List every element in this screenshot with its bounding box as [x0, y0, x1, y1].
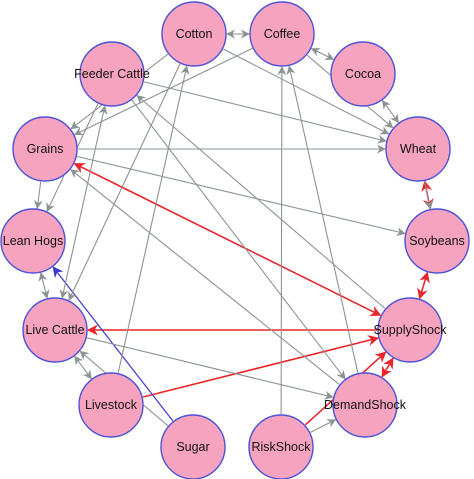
edge-livestock-to-cotton: [117, 65, 190, 373]
edge-feeder-cattle-to-live-cattle: [59, 105, 108, 299]
node-circle: [78, 372, 144, 438]
node-circle: [79, 41, 145, 107]
node-circle: [377, 297, 443, 363]
node-label: Live Cattle: [25, 323, 84, 337]
edge-live-cattle-to-demand-shock: [86, 337, 334, 400]
edge-wheat-to-soybeans: [424, 181, 434, 210]
edge-lean-hogs-to-live-cattle: [38, 272, 50, 299]
node-supply-shock: SupplyShock: [374, 297, 448, 363]
node-grains: Grains: [12, 116, 78, 182]
node-cotton: Cotton: [161, 1, 227, 67]
node-label: Livestock: [85, 398, 138, 412]
node-wheat: Wheat: [385, 116, 451, 182]
node-label: Wheat: [400, 142, 437, 156]
node-cocoa: Cocoa: [330, 41, 396, 107]
node-circle: [161, 1, 227, 67]
edge-risk-shock-to-coffee: [277, 66, 287, 415]
node-circle: [248, 414, 314, 479]
node-circle: [332, 372, 398, 438]
node-circle: [0, 208, 66, 274]
node-sugar: Sugar: [160, 414, 226, 479]
node-label: Lean Hogs: [3, 234, 63, 248]
node-coffee: Coffee: [249, 1, 315, 67]
edge-grains-to-soybeans: [76, 155, 406, 237]
edge-grains-to-lean-hogs: [33, 181, 43, 210]
node-circle: [330, 41, 396, 107]
node-feeder-cattle: Feeder Cattle: [74, 41, 150, 107]
node-label: DemandShock: [324, 398, 407, 412]
node-label: Grains: [27, 142, 64, 156]
edge-demand-shock-to-coffee: [286, 65, 359, 373]
edge-live-cattle-to-livestock: [74, 355, 92, 380]
node-circle: [160, 414, 226, 479]
edge-risk-shock-to-demand-shock: [310, 419, 337, 433]
node-livestock: Livestock: [78, 372, 144, 438]
edge-cocoa-to-wheat: [381, 99, 400, 124]
edge-feeder-cattle-to-demand-shock: [131, 99, 346, 380]
node-label: Feeder Cattle: [74, 67, 150, 81]
edge-demand-shock-to-grains: [70, 169, 340, 385]
edge-demand-shock-to-supply-shock: [381, 357, 394, 378]
node-label: Coffee: [264, 27, 301, 41]
edge-soybeans-to-supply-shock: [417, 271, 430, 300]
node-circle: [404, 208, 470, 274]
node-label: RiskShock: [251, 440, 311, 454]
node-lean-hogs: Lean Hogs: [0, 208, 66, 274]
node-circle: [22, 297, 88, 363]
edge-cotton-to-wheat: [223, 48, 390, 135]
node-demand-shock: DemandShock: [324, 372, 407, 438]
edge-layer: [33, 29, 434, 433]
edge-livestock-to-supply-shock: [142, 335, 380, 398]
node-label: Cotton: [176, 27, 213, 41]
edge-supply-shock-to-feeder-cattle: [136, 94, 386, 309]
node-label: Sugar: [176, 440, 209, 454]
edge-coffee-to-cocoa: [310, 48, 335, 60]
node-label: SupplyShock: [374, 323, 448, 337]
node-soybeans: Soybeans: [404, 208, 470, 274]
node-label: Cocoa: [345, 67, 381, 81]
node-risk-shock: RiskShock: [248, 414, 314, 479]
node-live-cattle: Live Cattle: [22, 297, 88, 363]
edge-feeder-cattle-to-wheat: [143, 81, 387, 144]
node-label: Soybeans: [409, 234, 465, 248]
node-circle: [249, 1, 315, 67]
node-circle: [385, 116, 451, 182]
node-circle: [12, 116, 78, 182]
edge-grains-to-supply-shock: [73, 162, 382, 317]
